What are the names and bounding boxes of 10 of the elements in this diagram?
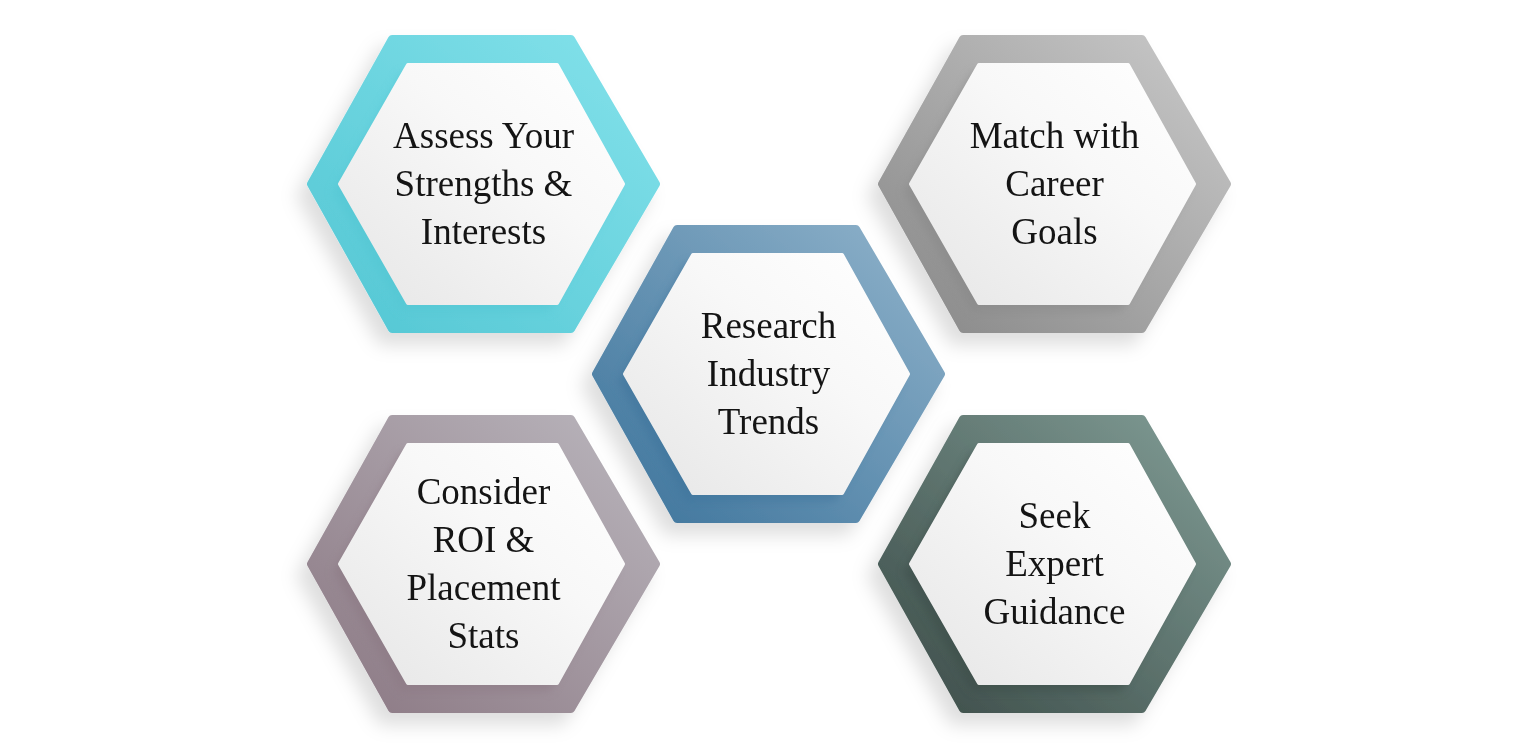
hexagon-node bbox=[878, 35, 1231, 333]
step-label: Assess Your Strengths & Interests bbox=[392, 114, 575, 254]
hexagon-node bbox=[307, 35, 660, 333]
step-label: Match with Career Goals bbox=[968, 114, 1141, 254]
hexagon-node bbox=[307, 415, 660, 713]
step-label: Consider ROI & Placement Stats bbox=[405, 470, 562, 658]
hexagon-node bbox=[592, 225, 945, 523]
step-label: Seek Expert Guidance bbox=[982, 494, 1127, 634]
step-label: Research Industry Trends bbox=[699, 304, 838, 444]
hexagon-node bbox=[878, 415, 1231, 713]
